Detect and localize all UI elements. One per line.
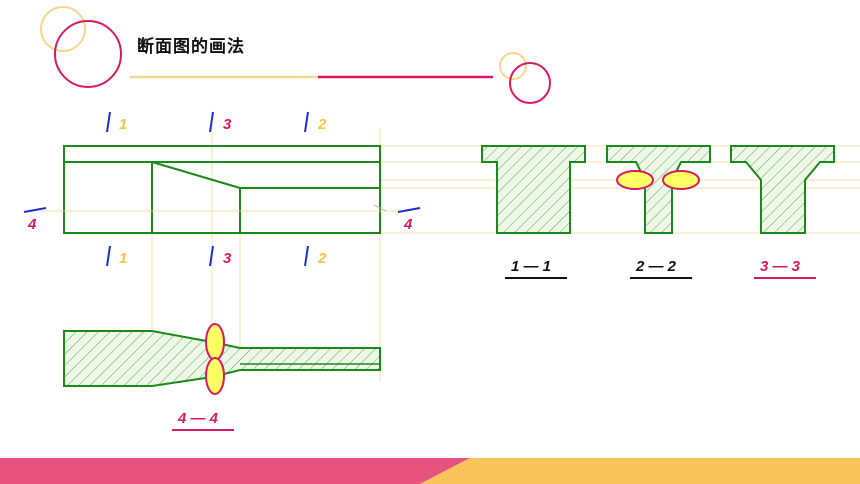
footer-bar-left — [0, 458, 470, 484]
decor-circle-yellow — [40, 6, 86, 52]
page-title: 断面图的画法 — [137, 37, 245, 57]
section-4-4-oval-bottom — [205, 357, 225, 395]
decor-circle-yellow-small — [499, 52, 527, 80]
cut-label-bottom-2: 2 — [317, 250, 327, 267]
cut-label-top-3: 3 — [223, 116, 232, 133]
footer-bar-right — [420, 458, 860, 484]
section-1-1-label: 1 — 1 — [511, 258, 551, 275]
section-1-1-shape — [481, 145, 586, 234]
section-2-2-oval-right — [662, 170, 700, 190]
cut-label-bottom-1: 1 — [119, 250, 127, 267]
section-3-3-label: 3 — 3 — [760, 258, 801, 275]
section-2-2-oval-left — [616, 170, 654, 190]
break-mark — [373, 204, 387, 212]
cut-marks — [23, 111, 421, 267]
decor-circle-pink-small — [509, 62, 551, 104]
section-2-2-label: 2 — 2 — [635, 258, 677, 275]
cut-label-side-right-4: 4 — [403, 216, 413, 233]
cut-label-bottom-3: 3 — [223, 250, 232, 267]
elevation-view — [63, 145, 381, 234]
cut-label-side-left-4: 4 — [27, 216, 37, 233]
section-4-4-shape — [63, 330, 381, 387]
decor-circle-pink — [54, 20, 122, 88]
section-3-3-shape — [730, 145, 835, 234]
cut-label-top-2: 2 — [317, 116, 327, 133]
cut-label-top-1: 1 — [119, 116, 127, 133]
section-4-4-oval-top — [205, 323, 225, 361]
section-4-4-label: 4 — 4 — [177, 410, 219, 427]
section-2-2-shape — [606, 145, 711, 234]
